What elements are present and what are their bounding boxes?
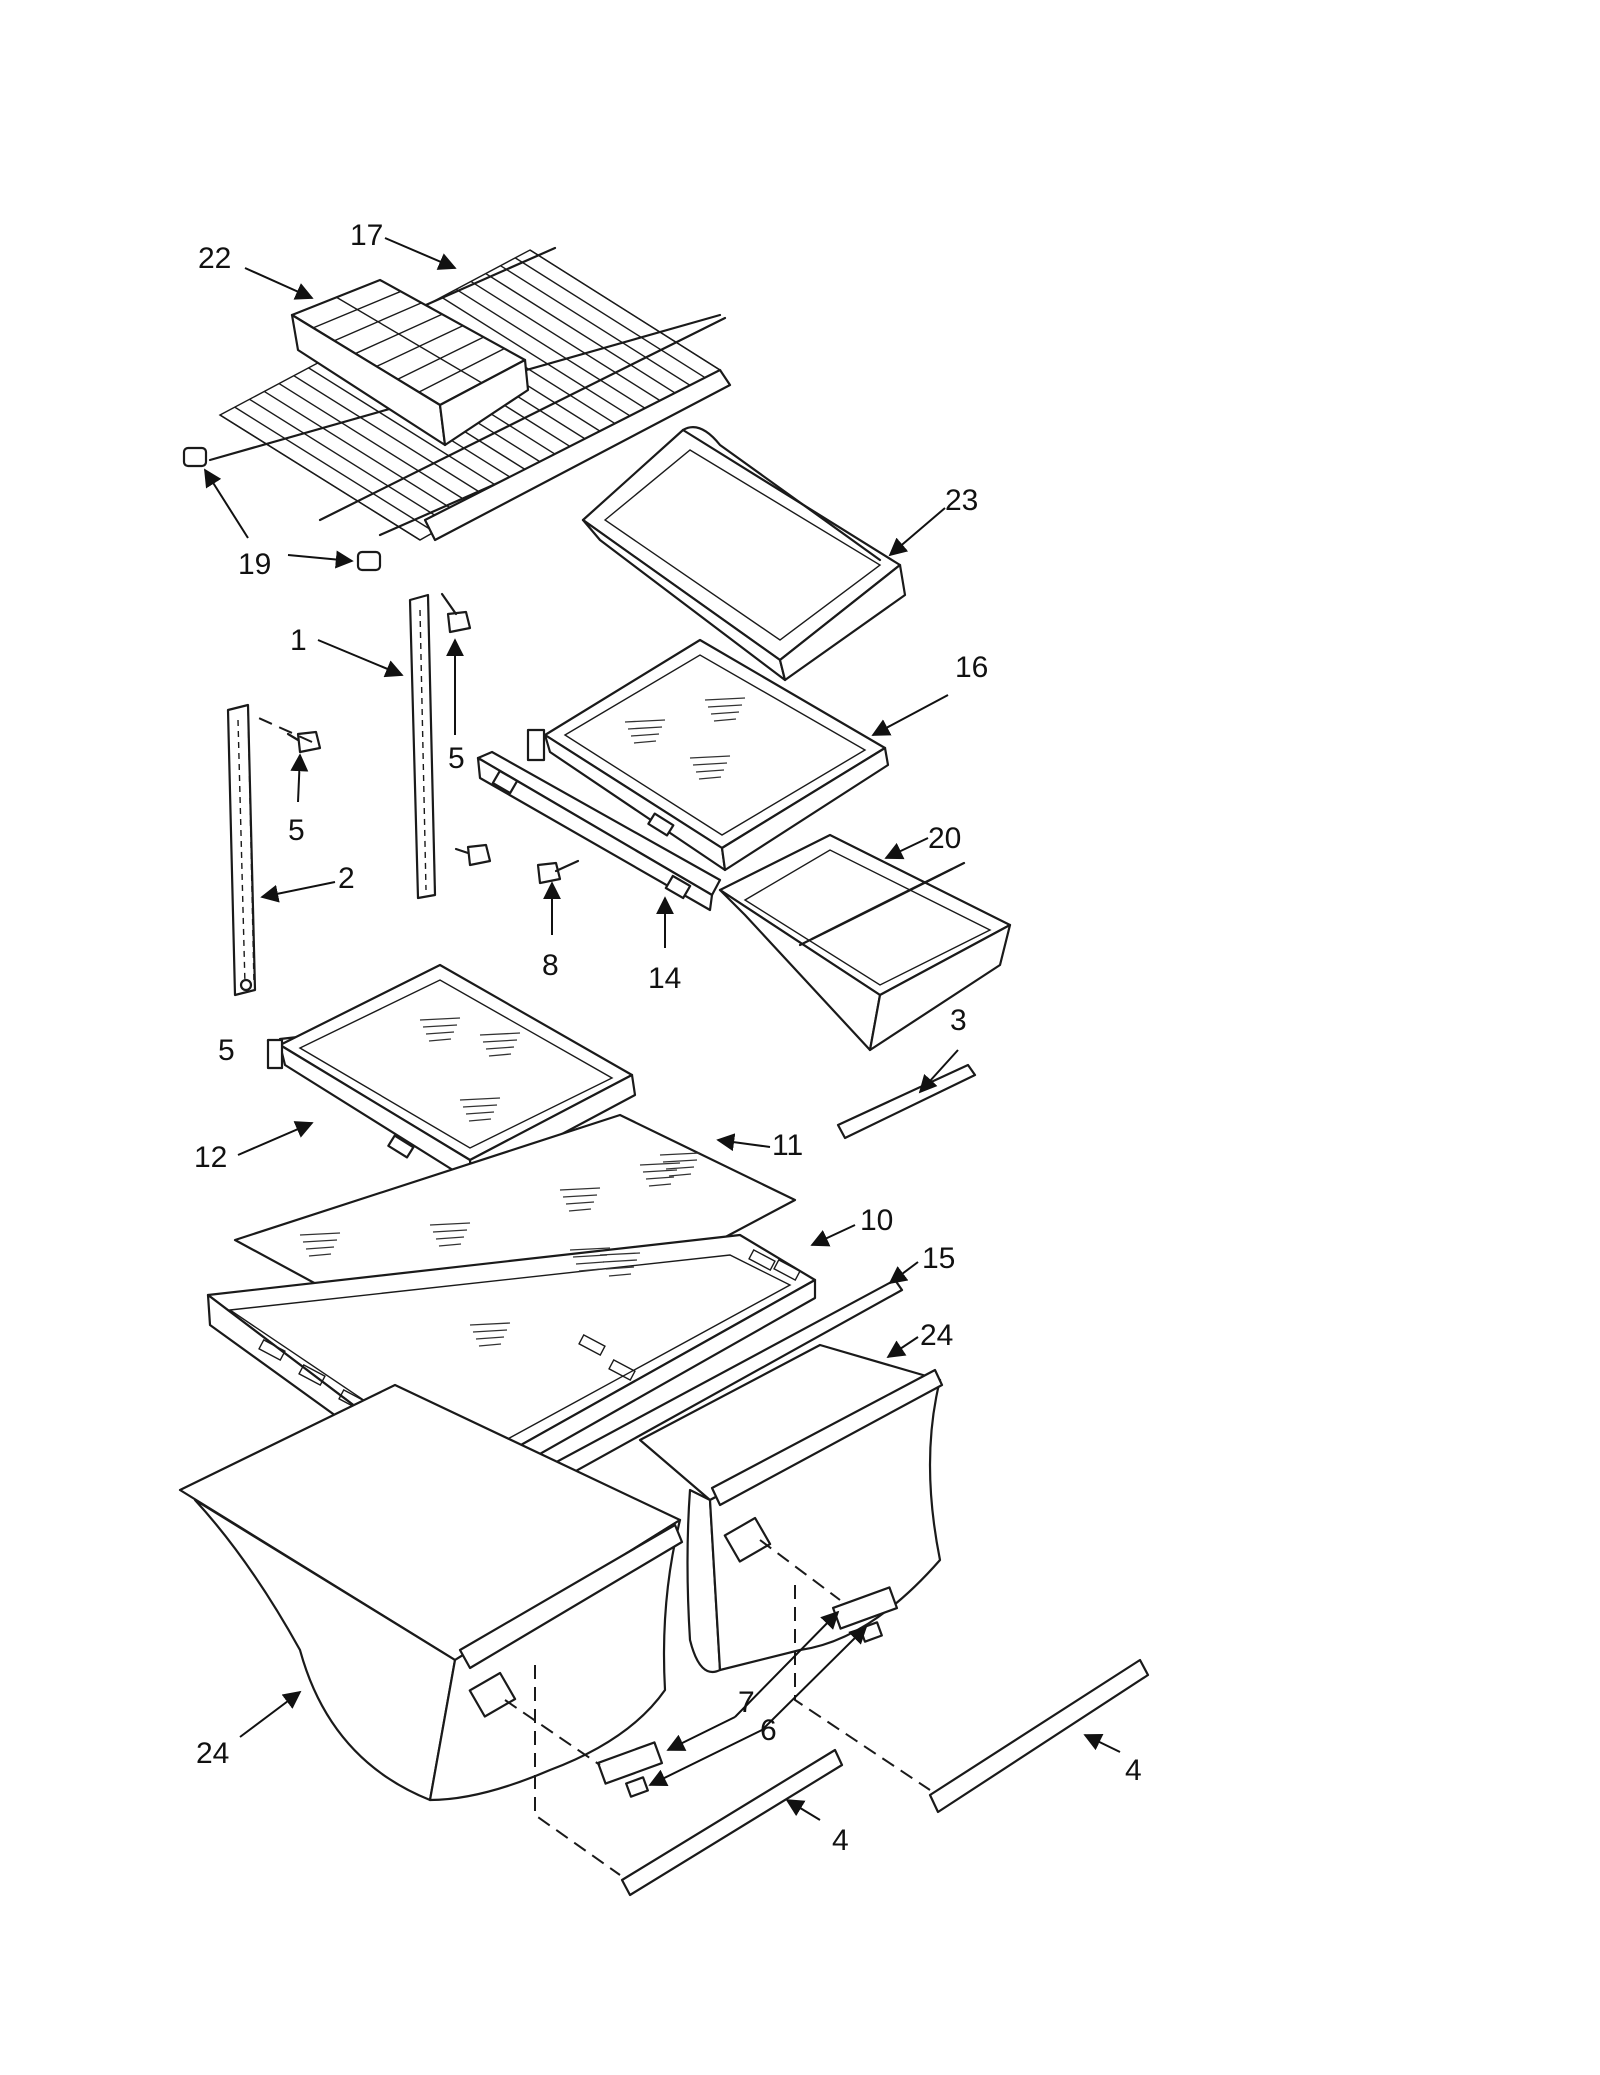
alignment-guides (504, 1539, 931, 1876)
callout-24-right: 24 (920, 1319, 953, 1352)
callout-5-upper: 5 (448, 742, 465, 775)
callout-5-left: 5 (288, 814, 305, 847)
glass-reflection-marks (299, 697, 746, 1347)
ice-tray-part (290, 278, 530, 447)
callout-5-lower: 5 (218, 1034, 235, 1067)
shelf-ladder-part (226, 593, 437, 997)
callout-19: 19 (238, 548, 271, 581)
callout-4-right: 4 (1125, 1754, 1142, 1787)
callout-6: 6 (760, 1714, 777, 1747)
bottom-trim-part (620, 1658, 1150, 1897)
callout-20: 20 (928, 822, 961, 855)
callout-24-left: 24 (196, 1737, 229, 1770)
callout-11: 11 (772, 1129, 803, 1162)
callout-7: 7 (738, 1686, 755, 1719)
callout-4-left: 4 (832, 1824, 849, 1857)
callout-2: 2 (338, 862, 355, 895)
callout-22: 22 (198, 242, 231, 275)
shelf-rail-part (476, 750, 722, 912)
callout-labels: 22 17 19 23 1 5 5 5 16 2 20 8 14 3 12 11… (194, 219, 1142, 1857)
leader-arrows (204, 237, 1121, 1821)
storage-bin-part (581, 426, 907, 682)
glass-shelf-middle-part (266, 963, 637, 1184)
shelf-end-cap-part (182, 446, 382, 572)
callout-16: 16 (955, 651, 988, 684)
callout-3: 3 (950, 1004, 967, 1037)
trim-strip-part (836, 1063, 977, 1140)
callout-10: 10 (860, 1204, 893, 1237)
callout-14: 14 (648, 962, 681, 995)
crisper-drawer-part (718, 833, 1012, 1052)
glass-shelf-upper-part (526, 638, 890, 872)
callout-23: 23 (945, 484, 978, 517)
callout-8: 8 (542, 949, 559, 982)
callout-12: 12 (194, 1141, 227, 1174)
callout-1: 1 (290, 624, 307, 657)
crisper-pan-left-part (178, 1383, 684, 1802)
callout-15: 15 (922, 1242, 955, 1275)
callout-17: 17 (350, 219, 383, 252)
